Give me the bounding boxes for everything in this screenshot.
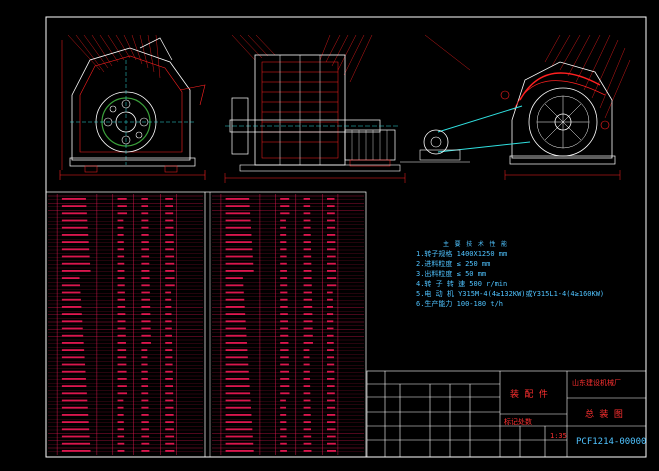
spec-title: 主 要 技 术 性 能: [443, 241, 509, 248]
section-view: [400, 34, 631, 180]
front-view: [59, 34, 206, 180]
title-block-company: 山东建设机械厂: [572, 379, 621, 387]
side-view: [224, 34, 406, 183]
parts-list: [45, 191, 367, 458]
spec-line: 5.电 动 机 Y315M-4(4≥132KW)或Y315L1-4(4≥160K…: [416, 290, 605, 298]
title-block-drawing-number: PCF1214-00000: [576, 437, 647, 447]
title-block-drawing-name: 总 装 图: [585, 410, 623, 420]
spec-line: 6.生产能力 100-180 t/h: [416, 300, 504, 308]
title-block-lines: [366, 370, 647, 458]
spec-list: 1.转子规格 1400X1250 mm 2.进料粒度 ≤ 250 mm 3.出料…: [416, 249, 604, 309]
spec-line: 2.进料粒度 ≤ 250 mm: [416, 260, 491, 268]
title-block-scale: 1:35: [550, 432, 567, 440]
drawing-frame: [45, 16, 647, 458]
spec-line: 1.转子规格 1400X1250 mm: [416, 250, 508, 258]
title-block-sheet-label: 标记处数: [504, 418, 532, 426]
title-block-material: 装 配 件: [510, 390, 548, 400]
spec-line: 4.转 子 转 速 500 r/min: [416, 280, 508, 288]
spec-line: 3.出料粒度 ≤ 50 mm: [416, 270, 487, 278]
